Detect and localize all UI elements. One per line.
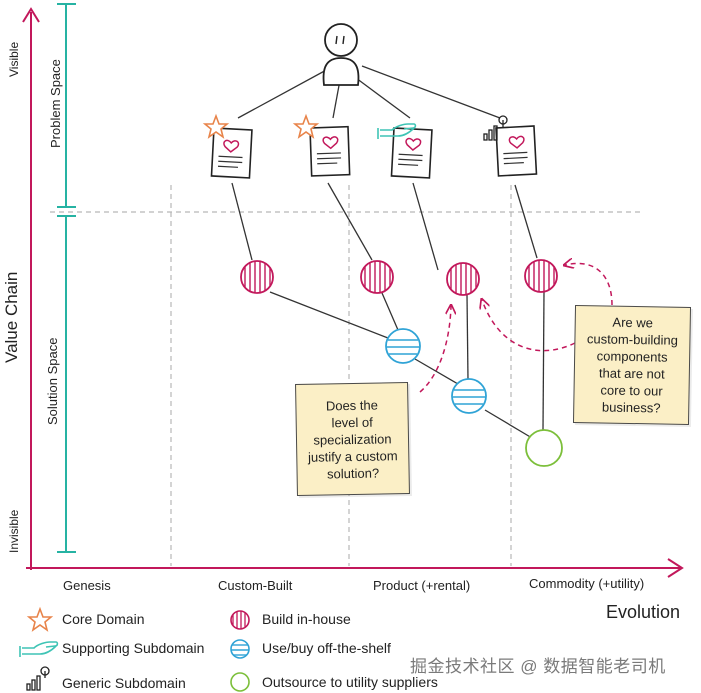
outsource-component: [525, 429, 563, 467]
problem-space-bracket: [57, 3, 76, 208]
legend-outsource-label: Outsource to utility suppliers: [262, 674, 438, 690]
document-icon-supporting: [390, 127, 433, 179]
legend-supporting-subdomain-label: Supporting Subdomain: [62, 640, 205, 656]
legend-off-the-shelf-icon: [230, 639, 250, 659]
legend-core-domain-label: Core Domain: [62, 611, 145, 627]
connection-lines: [231, 65, 545, 439]
y-axis-title: Value Chain: [2, 271, 21, 363]
value-chain-axis: [22, 7, 40, 570]
core-domain-star-icon: [202, 113, 230, 139]
core-domain-star-icon: [292, 113, 320, 139]
x-stage-custom-built: Custom-Built: [218, 578, 293, 593]
grid-lines: [50, 185, 640, 566]
off-the-shelf-component: [451, 378, 487, 414]
document-icon-generic: [495, 125, 538, 177]
y-axis-visible-label: Visible: [7, 41, 21, 77]
legend-core-domain-icon: [26, 606, 54, 632]
solution-space-bracket: [57, 215, 76, 553]
user-icon: [322, 23, 360, 86]
generic-subdomain-bars-icon: [483, 115, 508, 141]
solution-space-label: Solution Space: [45, 337, 60, 425]
build-in-house-component: [240, 260, 274, 294]
custom-building-note: Are we custom-building components that a…: [572, 304, 692, 426]
legend-generic-subdomain-icon: [26, 666, 50, 691]
custom-building-arrow-1: [482, 300, 576, 352]
build-in-house-component: [524, 259, 558, 293]
legend-outsource-icon: [230, 672, 250, 692]
watermark-text: 掘金技术社区 @ 数据智能老司机: [410, 657, 666, 676]
document-icon-core-2: [309, 125, 351, 177]
legend-supporting-subdomain-icon: [19, 641, 59, 657]
specialization-note: Does the level of specialization justify…: [295, 382, 410, 496]
y-axis-invisible-label: Invisible: [7, 509, 21, 553]
x-stage-commodity: Commodity (+utility): [529, 576, 645, 591]
build-in-house-component: [446, 262, 480, 296]
evolution-axis: [26, 558, 684, 578]
x-stage-product: Product (+rental): [373, 578, 471, 593]
legend-build-in-house-label: Build in-house: [262, 611, 351, 627]
problem-space-label: Problem Space: [48, 59, 63, 148]
legend-build-in-house-icon: [230, 610, 250, 630]
custom-building-arrow-2: [565, 263, 613, 306]
specialization-arrow: [419, 306, 451, 393]
document-icon-core-1: [210, 127, 253, 179]
supporting-subdomain-hand-icon: [377, 123, 417, 139]
build-in-house-component: [360, 260, 394, 294]
legend-off-the-shelf-label: Use/buy off-the-shelf: [262, 640, 391, 656]
legend-generic-subdomain-label: Generic Subdomain: [62, 675, 186, 691]
off-the-shelf-component: [385, 328, 421, 364]
x-stage-genesis: Genesis: [63, 578, 111, 593]
x-axis-title: Evolution: [606, 602, 681, 622]
